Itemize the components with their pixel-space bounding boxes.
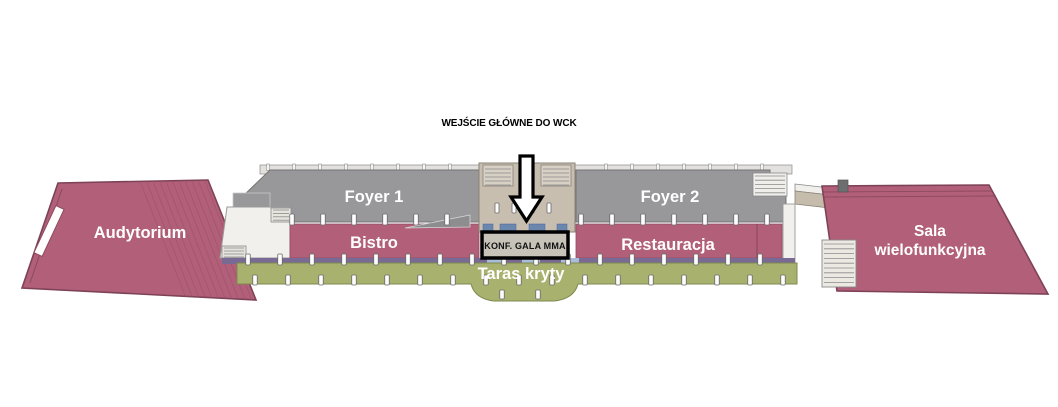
seat-row-line xyxy=(133,180,189,300)
sala-tower xyxy=(837,179,849,193)
event-box: KONF. GALA MMA xyxy=(480,230,570,260)
seat-row-line xyxy=(153,180,208,300)
right-wall xyxy=(782,203,796,267)
post xyxy=(702,213,708,226)
post xyxy=(681,274,687,286)
post xyxy=(780,274,786,286)
post xyxy=(382,213,388,226)
post xyxy=(494,202,500,214)
post xyxy=(714,274,720,286)
terrace-lower-posts xyxy=(252,274,786,300)
post xyxy=(351,274,357,286)
post xyxy=(384,274,390,286)
post xyxy=(582,274,588,286)
seat-row-line xyxy=(166,180,221,300)
audytorium-label: Audytorium xyxy=(94,224,187,242)
seat-row-line xyxy=(185,180,241,300)
seat-row-line xyxy=(159,180,215,300)
roof-post xyxy=(266,163,270,171)
seat-row-line xyxy=(140,180,195,300)
post xyxy=(320,213,326,226)
post xyxy=(277,253,283,266)
terrace-edge-stripe xyxy=(222,258,795,264)
post xyxy=(245,253,251,266)
stair-treads xyxy=(224,168,854,283)
left-connector xyxy=(219,192,292,259)
audytorium-side-door xyxy=(33,204,65,258)
post xyxy=(733,213,739,226)
seat-row-line xyxy=(179,180,234,300)
post xyxy=(609,213,615,226)
door-blue xyxy=(528,223,546,232)
post xyxy=(318,274,324,286)
door-blue xyxy=(482,223,494,232)
post xyxy=(578,213,584,226)
post xyxy=(648,274,654,286)
post xyxy=(764,213,770,226)
post xyxy=(757,253,763,266)
post xyxy=(469,253,475,266)
post xyxy=(671,213,677,226)
post xyxy=(309,253,315,266)
post xyxy=(444,213,450,226)
door-blue xyxy=(556,223,568,232)
post xyxy=(499,289,505,300)
post xyxy=(373,253,379,266)
entrance-arrow-icon xyxy=(508,154,545,224)
post xyxy=(535,289,541,300)
glass-strip xyxy=(522,258,540,264)
post xyxy=(629,253,635,266)
post xyxy=(417,274,423,286)
post xyxy=(289,213,295,226)
post xyxy=(516,274,522,286)
sala-label-line2: wielofunkcyjna xyxy=(873,242,985,259)
post xyxy=(405,253,411,266)
post xyxy=(413,213,419,226)
post xyxy=(546,202,552,214)
foyer-front-posts xyxy=(289,213,770,226)
sala-top-wall-lines xyxy=(822,190,997,198)
seat-row-line xyxy=(146,180,202,300)
restauracja-label: Restauracja xyxy=(621,236,715,254)
post xyxy=(661,253,667,266)
post xyxy=(725,253,731,266)
foyer2-label: Foyer 2 xyxy=(641,188,700,206)
entrance-caption: WEJŚCIE GŁÓWNE DO WCK xyxy=(441,116,577,129)
seat-row-line xyxy=(172,180,228,300)
post xyxy=(747,274,753,286)
entrance-stairs-left xyxy=(482,164,514,187)
post xyxy=(615,274,621,286)
foyer1-label: Foyer 1 xyxy=(345,188,404,206)
foyer1-ramp xyxy=(404,214,471,229)
sala-label-line1: Sala xyxy=(914,223,946,240)
post xyxy=(693,253,699,266)
sala-label: Sala wielofunkcyjna xyxy=(873,223,985,259)
event-box-frame xyxy=(480,230,570,260)
post xyxy=(351,213,357,226)
post xyxy=(597,253,603,266)
bistro-label: Bistro xyxy=(350,234,398,252)
left-corridor xyxy=(232,192,271,208)
post xyxy=(437,253,443,266)
roofline-posts xyxy=(266,163,764,171)
taras-kryty-label: Taras kryty xyxy=(478,265,566,283)
entrance-stairs-right xyxy=(540,164,572,187)
post xyxy=(450,274,456,286)
post xyxy=(252,274,258,286)
event-box-label: KONF. GALA MMA xyxy=(484,241,566,251)
post xyxy=(483,274,489,286)
post xyxy=(285,274,291,286)
glass-strip xyxy=(487,258,505,264)
door-blue xyxy=(499,223,517,232)
post xyxy=(640,213,646,226)
post xyxy=(341,253,347,266)
post xyxy=(549,274,555,286)
